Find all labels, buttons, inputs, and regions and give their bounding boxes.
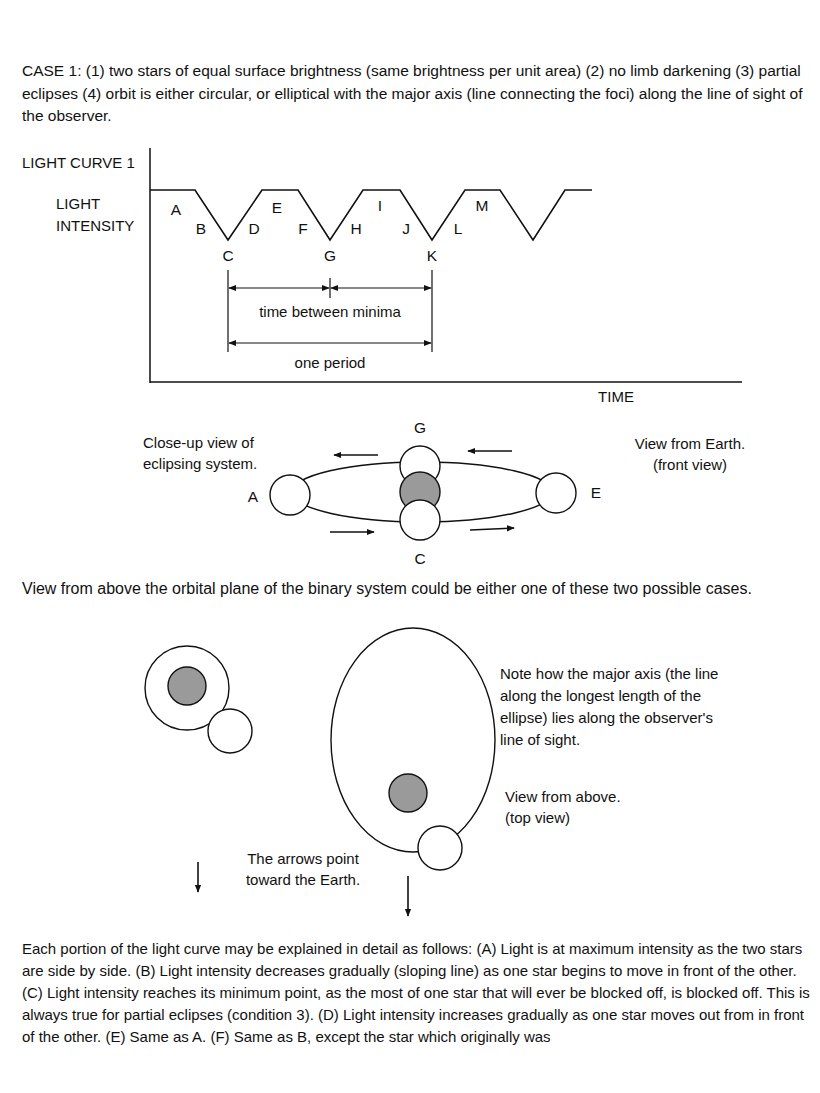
curve-point-letter: E <box>271 200 283 216</box>
star <box>418 826 462 870</box>
arrow-note: The arrows point toward the Earth. <box>230 848 376 890</box>
position-letter: G <box>413 420 427 436</box>
y-axis <box>149 148 151 383</box>
graph-title: LIGHT CURVE 1 <box>22 154 162 172</box>
orbit-ellipse <box>331 628 495 852</box>
view-caption: View from above. (top view) <box>505 786 640 828</box>
dimension-tick <box>329 278 330 298</box>
star <box>270 475 310 515</box>
star <box>536 473 576 513</box>
dimension-tick <box>227 270 228 352</box>
position-letter: E <box>590 485 602 501</box>
dimension-arrow <box>331 287 431 288</box>
dimension-arrow <box>229 287 329 288</box>
dimension-label: one period <box>294 355 367 370</box>
paragraph: View from above the orbital plane of the… <box>22 577 814 600</box>
orbit-arrow <box>330 531 374 532</box>
curve-point-letter: C <box>221 248 234 264</box>
dimension-label: time between minima <box>258 304 402 319</box>
paragraph: Each portion of the light curve may be e… <box>22 938 817 1048</box>
curve-point-letter: F <box>297 221 308 237</box>
dimension-arrow <box>229 342 431 343</box>
earth-arrow <box>197 862 199 892</box>
shaded-star <box>168 667 206 705</box>
view-caption: View from Earth. (front view) <box>620 433 760 475</box>
curve-point-letter: K <box>426 248 438 264</box>
curve-point-letter: B <box>195 221 207 237</box>
earth-arrow <box>407 876 409 916</box>
axis-label: LIGHT INTENSITY <box>56 193 144 237</box>
star <box>208 709 252 753</box>
curve-point-letter: M <box>475 198 490 214</box>
star <box>400 500 440 540</box>
orbit-arrow <box>470 528 514 530</box>
curve-point-letter: J <box>401 221 411 237</box>
shaded-star <box>389 774 427 812</box>
axis-label: TIME <box>597 389 635 404</box>
case-description: CASE 1: (1) two stars of equal surface b… <box>22 60 814 128</box>
curve-point-letter: L <box>453 221 464 237</box>
view-caption: Close-up view of eclipsing system. <box>143 432 263 474</box>
light-curve <box>150 190 592 240</box>
dimension-tick <box>431 270 432 352</box>
curve-point-letter: D <box>247 221 260 237</box>
x-axis <box>150 381 742 383</box>
curve-point-letter: G <box>323 248 337 264</box>
curve-point-letter: I <box>377 198 383 214</box>
curve-point-letter: H <box>349 221 362 237</box>
position-letter: A <box>247 489 259 505</box>
position-letter: C <box>413 551 426 567</box>
orbit-arrow <box>468 450 512 451</box>
orbit-arrow <box>334 454 378 455</box>
note: Note how the major axis (the line along … <box>500 663 728 751</box>
curve-point-letter: A <box>170 202 182 218</box>
